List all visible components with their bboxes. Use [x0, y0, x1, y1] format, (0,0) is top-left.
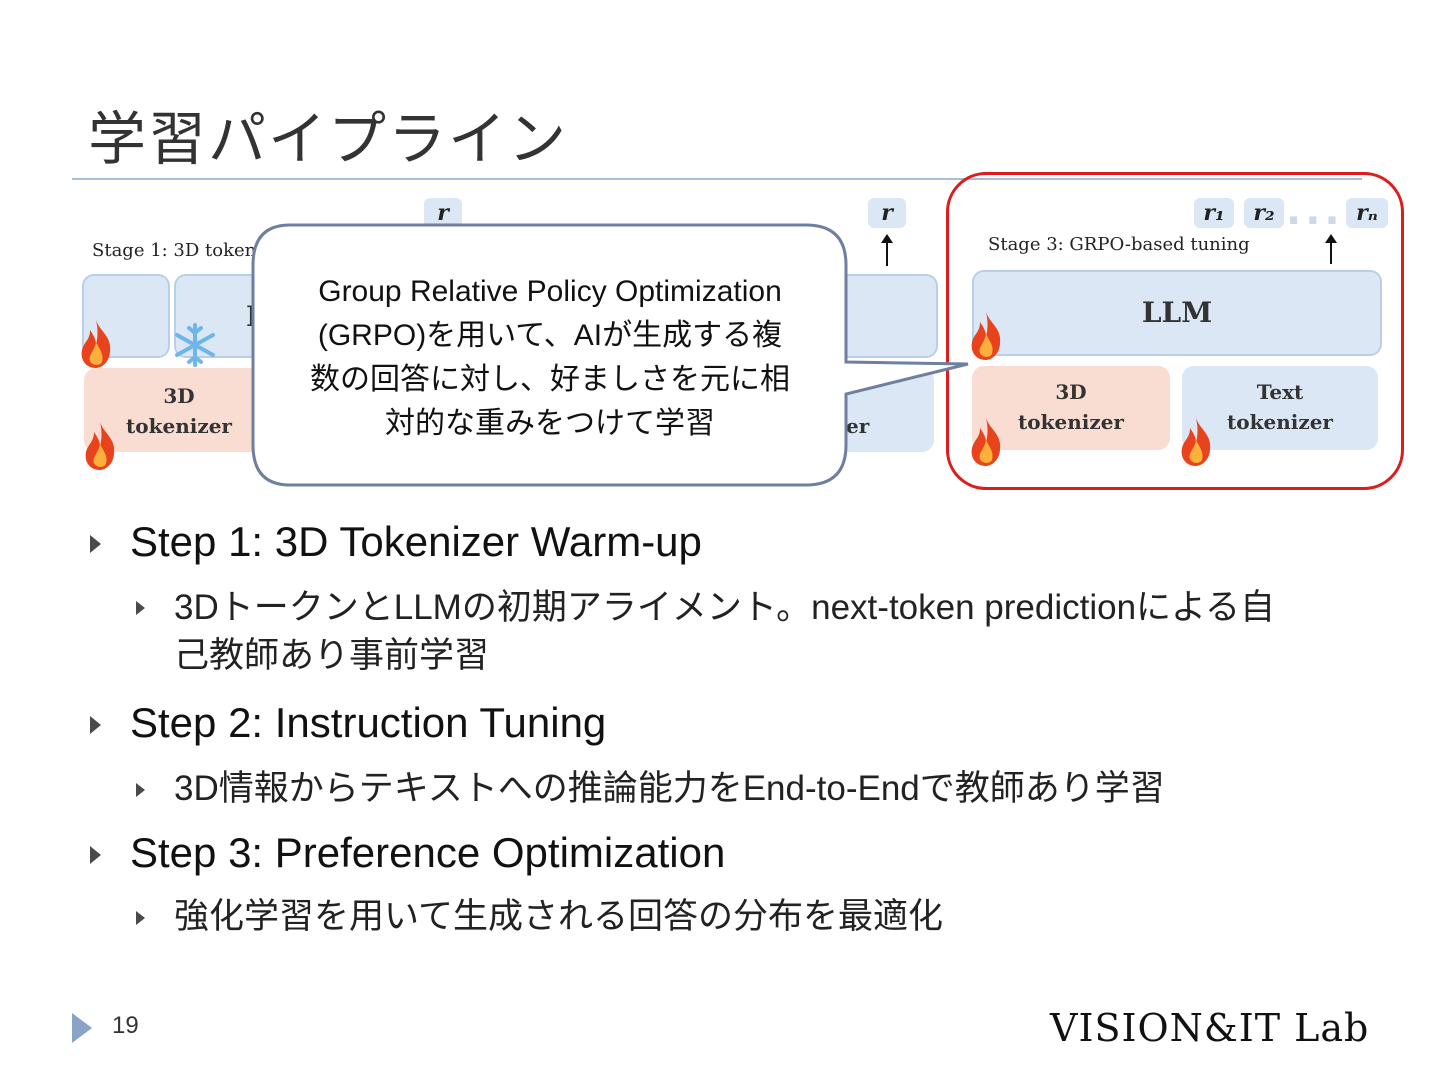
text-tokenizer-box-stage3: Text tokenizer: [1182, 366, 1378, 450]
callout-text: Group Relative Policy Optimization (GRPO…: [262, 270, 838, 446]
reward-chip-r2: r₂: [1244, 198, 1284, 228]
up-arrow-stage2: [881, 234, 893, 266]
step1-detail-line2: 己教師あり事前学習: [174, 636, 490, 675]
step2-detail: 3D情報からテキストへの推論能力をEnd-to-Endで教師あり学習: [174, 769, 1165, 808]
stage1-label: Stage 1: 3D tokeni: [92, 240, 263, 261]
slide-title: 学習パイプライン: [88, 105, 569, 173]
up-arrow-stage3: [1325, 234, 1337, 264]
reward-chip-r1: r₁: [1194, 198, 1234, 228]
title-divider: [72, 178, 1362, 180]
step2-heading: Step 2: Instruction Tuning: [130, 699, 607, 746]
reward-chip-stage2: r: [868, 198, 906, 228]
callout-bubble: [251, 223, 969, 487]
callout-line-1: Group Relative Policy Optimization: [318, 275, 782, 308]
fire-icon: [85, 422, 115, 470]
reward-chip-stage1: r: [424, 198, 462, 228]
step3-detail: 強化学習を用いて生成される回答の分布を最適化: [174, 897, 943, 936]
tokenizer-3d-label-line1: 3D: [163, 384, 195, 408]
footer-arrow-icon: [72, 1013, 92, 1043]
page-number: 19: [112, 1012, 139, 1039]
step1-heading: Step 1: 3D Tokenizer Warm-up: [130, 518, 702, 565]
tokenizer-3d-stage3-line2: tokenizer: [1018, 410, 1124, 434]
snowflake-icon: [175, 323, 215, 367]
stage3-highlight-frame: [946, 172, 1404, 490]
text-tokenizer-line2: tokenizer: [1227, 410, 1333, 434]
bullet-arrow-icon: [90, 535, 101, 553]
step1-detail-line1: 3DトークンとLLMの初期アライメント。next-token predictio…: [174, 588, 1275, 627]
tokenizer-3d-box-stage1: 3D tokenizer: [84, 368, 274, 452]
fire-icon: [971, 418, 1001, 466]
bullet-arrow-icon: [90, 716, 101, 734]
fire-icon: [81, 320, 111, 368]
tokenizer-3d-stage3-line1: 3D: [1055, 380, 1087, 404]
callout-line-4: 対的な重みをつけて学習: [385, 407, 715, 440]
reward-ellipsis: ...: [1286, 188, 1344, 234]
llm-box-stage3: LLM: [972, 270, 1382, 356]
sub-bullet-arrow-icon: [136, 783, 145, 797]
text-tokenizer-line1: Text: [1256, 380, 1304, 404]
callout-line-2: (GRPO)を用いて、AIが生成する複: [317, 319, 783, 352]
callout-line-3: 数の回答に対し、好ましさを元に相: [310, 363, 790, 396]
fire-icon: [971, 312, 1001, 360]
reward-chip-rn: rₙ: [1346, 198, 1388, 228]
llm-label-stage3: LLM: [1141, 296, 1213, 329]
sub-bullet-arrow-icon: [136, 601, 145, 615]
step3-heading: Step 3: Preference Optimization: [130, 829, 726, 876]
tokenizer-3d-box-stage3: 3D tokenizer: [972, 366, 1170, 450]
stage3-label: Stage 3: GRPO-based tuning: [988, 234, 1250, 255]
fire-icon: [1181, 418, 1211, 466]
text-tokenizer-partial-label: er: [846, 414, 870, 438]
lab-logo: VISION&IT Lab: [1050, 1006, 1370, 1050]
step1-detail: 3DトークンとLLMの初期アライメント。next-token predictio…: [174, 584, 1374, 680]
bullet-arrow-icon: [90, 846, 101, 864]
sub-bullet-arrow-icon: [136, 911, 145, 925]
tokenizer-3d-label-line2: tokenizer: [126, 414, 232, 438]
